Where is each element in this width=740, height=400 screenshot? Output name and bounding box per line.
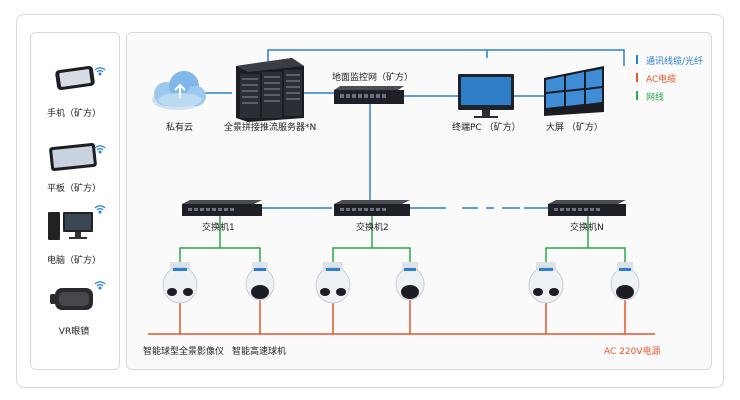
device-label-vr: VR眼镜 xyxy=(58,327,90,337)
speed-dome-camera-icon xyxy=(395,262,425,301)
switch-1-icon xyxy=(182,200,262,216)
speed-dome-camera-icon xyxy=(610,262,640,301)
legend-swatch-net xyxy=(636,91,638,100)
wifi-icon xyxy=(94,145,106,154)
device-label-phone: 手机（矿方） xyxy=(46,109,101,119)
client-devices-panel xyxy=(30,32,120,370)
panoramic-camera-icon xyxy=(528,262,564,304)
phone-icon xyxy=(55,65,95,91)
legend-swatch-comm xyxy=(636,55,638,64)
device-label-pc: 电脑（矿方） xyxy=(46,256,101,266)
speed-dome-camera-icon xyxy=(245,262,275,301)
bigscreen-label: 大屏 （矿方） xyxy=(546,123,603,133)
video-wall-icon xyxy=(544,66,604,116)
terminal-monitor-icon xyxy=(458,74,514,118)
terminal-label: 终端PC （矿方） xyxy=(452,123,521,133)
panoramic-camera-icon xyxy=(162,262,198,304)
legend-swatch-ac xyxy=(636,73,638,82)
switch-n-icon xyxy=(548,200,626,216)
ground-switch-label: 地面监控网（矿方） xyxy=(332,73,414,83)
net-lines xyxy=(179,216,626,268)
power-label: AC 220V电源 xyxy=(604,347,661,357)
ac-lines xyxy=(148,300,655,335)
switch-n-label: 交换机N xyxy=(570,223,604,233)
cloud-label: 私有云 xyxy=(166,123,194,133)
legend-net: 网线 xyxy=(646,93,665,103)
tablet-icon xyxy=(49,142,97,172)
switch-2-icon xyxy=(334,200,410,216)
legend-ac: AC电缆 xyxy=(646,75,677,85)
wifi-icon xyxy=(94,205,106,214)
switch-2-label: 交换机2 xyxy=(356,223,389,233)
server-rack-icon xyxy=(236,58,304,122)
vr-headset-icon xyxy=(50,288,93,310)
device-label-tablet: 平板（矿方） xyxy=(46,184,101,194)
desktop-pc-icon xyxy=(48,212,93,240)
server-label: 全景拼接推流服务器*N xyxy=(224,123,317,133)
legend-comm: 通讯线缆/光纤 xyxy=(646,57,704,67)
switch-1-label: 交换机1 xyxy=(202,223,235,233)
panoramic-camera-label: 智能球型全景影像仪 xyxy=(143,347,225,357)
wifi-icon xyxy=(94,281,106,290)
ground-switch-icon xyxy=(334,86,404,104)
panoramic-camera-icon xyxy=(315,262,351,304)
cloud-icon xyxy=(152,71,206,110)
wifi-icon xyxy=(94,67,106,76)
speed-dome-camera-label: 智能高速球机 xyxy=(232,347,287,357)
